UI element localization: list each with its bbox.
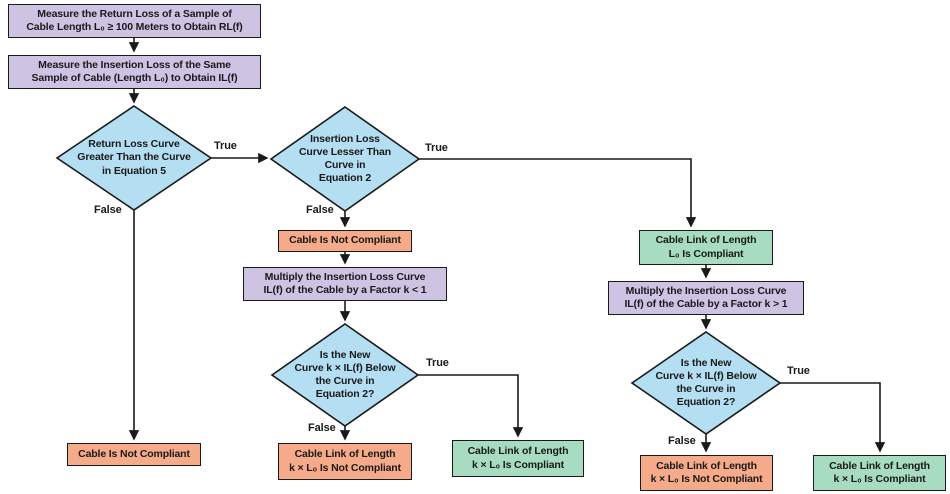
flow-decision-new-curve-mid-label: Is the New Curve k × IL(f) Below the Cur… [294, 348, 396, 401]
edge-label-true-4: True [787, 365, 810, 377]
edge-label-true-1: True [214, 140, 237, 152]
flow-node-cable-not-compliant-left: Cable Is Not Compliant [67, 443, 201, 466]
flow-node-link-not-compliant-mid: Cable Link of Length k × L₀ Is Not Compl… [278, 443, 412, 480]
flow-node-multiply-k-lt-1: Multiply the Insertion Loss Curve IL(f) … [243, 267, 447, 301]
edge-label-true-2: True [425, 142, 448, 154]
edge-label-false-3: False [308, 422, 336, 434]
flow-node-measure-insertion-loss: Measure the Insertion Loss of the Same S… [8, 55, 261, 89]
flow-node-measure-return-loss: Measure the Return Loss of a Sample of C… [8, 4, 261, 38]
flow-node-cable-not-compliant-mid: Cable Is Not Compliant [278, 230, 412, 252]
flow-node-multiply-k-gt-1: Multiply the Insertion Loss Curve IL(f) … [608, 281, 804, 315]
edge-d4-true-compliant [780, 382, 886, 453]
edge-d3-true-compliant [418, 374, 524, 438]
flow-node-link-l0-compliant: Cable Link of Length L₀ Is Compliant [639, 230, 773, 265]
flow-node-link-compliant-mid: Cable Link of Length k × L₀ Is Compliant [452, 440, 584, 477]
edge-label-false-2: False [306, 204, 334, 216]
flow-node-link-compliant-right: Cable Link of Length k × L₀ Is Compliant [813, 455, 946, 491]
edge-label-false-1: False [94, 204, 122, 216]
flow-decision-new-curve-right-label: Is the New Curve k × IL(f) Below the Cur… [655, 356, 757, 409]
flow-node-link-not-compliant-right: Cable Link of Length k × L₀ Is Not Compl… [640, 455, 773, 491]
edge-label-false-4: False [668, 435, 696, 447]
edge-d2-true-compliant [419, 158, 697, 228]
flow-decision-insertion-loss-label: Insertion Loss Curve Lesser Than Curve i… [299, 132, 391, 185]
edge-label-true-3: True [426, 357, 449, 369]
flow-decision-return-loss-label: Return Loss Curve Greater Than the Curve… [77, 138, 191, 177]
